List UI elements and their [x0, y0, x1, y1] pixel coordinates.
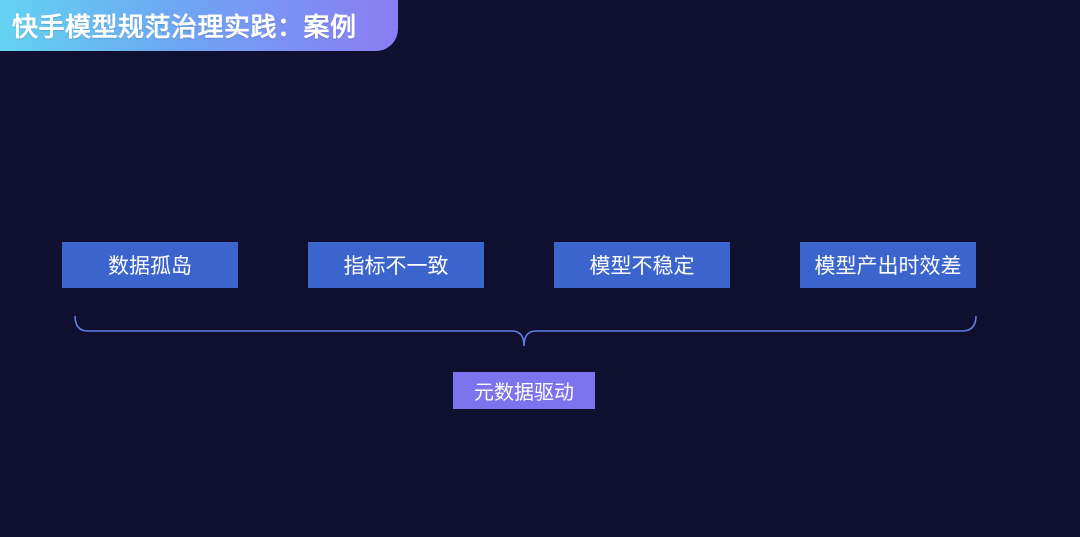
- brace-path: [74, 315, 977, 347]
- page-title: 快手模型规范治理实践：案例: [12, 13, 357, 43]
- issue-box-inconsistent-metrics: 指标不一致: [308, 242, 484, 288]
- metadata-driven-box: 元数据驱动: [453, 372, 595, 409]
- issue-box-data-silo: 数据孤岛: [62, 242, 238, 288]
- issue-box-poor-timeliness: 模型产出时效差: [800, 242, 976, 288]
- title-banner: 快手模型规范治理实践：案例: [0, 0, 398, 51]
- issue-box-unstable-model: 模型不稳定: [554, 242, 730, 288]
